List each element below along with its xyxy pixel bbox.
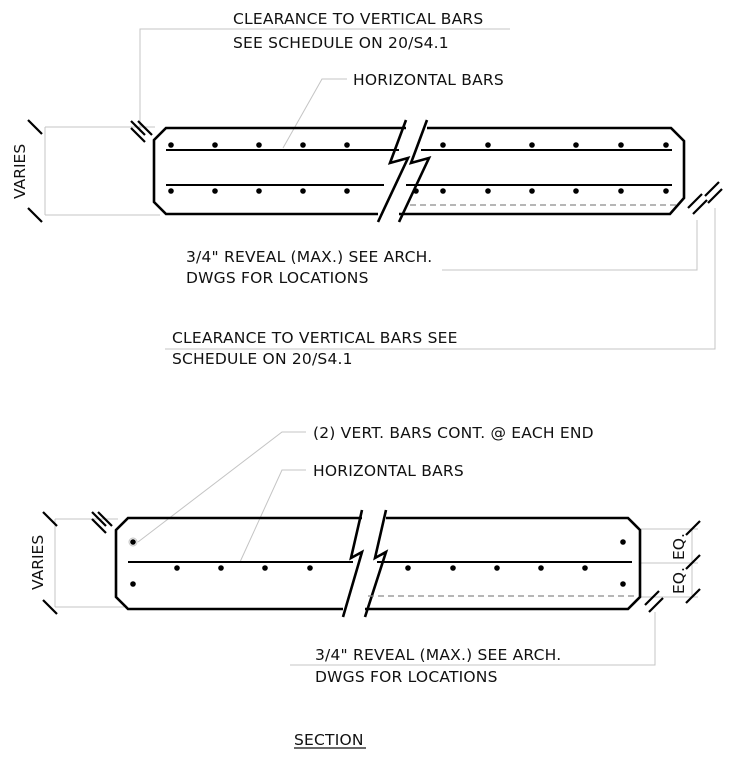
vert-bars-leader-b xyxy=(137,431,306,543)
eq-tick-top xyxy=(685,520,701,536)
vertical-bar-dot xyxy=(573,188,579,194)
vertical-bar-dot xyxy=(485,142,491,148)
break-line-b xyxy=(341,509,365,618)
vertical-bar-dot xyxy=(307,565,313,571)
reveal-leader-a xyxy=(442,220,698,271)
reveal-tick-a4 xyxy=(707,188,723,204)
clearance-top-leader xyxy=(139,28,510,132)
vertical-bar-dot xyxy=(256,188,262,194)
horizontal-bars-leader-b xyxy=(239,469,306,563)
vertical-bar-dot xyxy=(494,565,500,571)
reveal-label-b-line1: 3/4" REVEAL (MAX.) SEE ARCH. xyxy=(315,646,561,664)
break-line-a xyxy=(376,119,411,223)
vertical-bar-dot xyxy=(440,188,446,194)
reveal-tick-b1 xyxy=(644,590,660,606)
end-tick-b1 xyxy=(91,511,107,527)
vertical-bar-dot xyxy=(582,565,588,571)
clearance-tick-a2 xyxy=(137,120,153,136)
vert-bars-label: (2) VERT. BARS CONT. @ EACH END xyxy=(313,424,594,442)
vertical-bar-dot xyxy=(300,142,306,148)
horizontal-bars-leader-a xyxy=(282,78,347,149)
eq-label-lower: EQ. xyxy=(670,567,688,594)
wall-outline-left-a xyxy=(152,126,406,216)
varies-tick-top-b xyxy=(42,511,58,527)
vertical-bar-dot xyxy=(344,188,350,194)
end-vertical-bars-b xyxy=(130,539,626,587)
wall-outline-right-b xyxy=(365,516,642,611)
vertical-bar-dot xyxy=(413,188,419,194)
vertical-bar-dot xyxy=(450,565,456,571)
wall-outline-left-b xyxy=(114,516,362,611)
end-tick-b2 xyxy=(97,511,113,527)
vertical-bar-dot xyxy=(174,565,180,571)
end-vertical-bar-dot xyxy=(620,539,626,545)
varies-tick-top-a xyxy=(27,119,43,135)
section-a: CLEARANCE TO VERTICAL BARS SEE SCHEDULE … xyxy=(11,10,723,368)
vertical-bar-dot xyxy=(538,565,544,571)
end-vertical-bar-dot xyxy=(130,581,136,587)
clearance-tick-a3 xyxy=(130,127,146,143)
eq-label-upper: EQ. xyxy=(670,533,688,560)
clearance-top-line1: CLEARANCE TO VERTICAL BARS xyxy=(233,10,483,28)
varies-label-a: VARIES xyxy=(11,144,29,199)
horizontal-bars-label-a: HORIZONTAL BARS xyxy=(353,71,504,89)
vertical-bar-dot xyxy=(485,188,491,194)
vertical-bar-dot xyxy=(618,188,624,194)
vertical-bar-dot xyxy=(573,142,579,148)
reveal-tick-a3 xyxy=(704,181,720,197)
end-tick-b3 xyxy=(91,518,107,534)
reveal-tick-a1 xyxy=(687,193,703,209)
clearance-bottom-leader xyxy=(165,208,716,350)
wall-outline-right-a xyxy=(399,126,686,216)
reveal-label-a-line1: 3/4" REVEAL (MAX.) SEE ARCH. xyxy=(186,248,432,266)
vertical-bar-dot xyxy=(440,142,446,148)
vertical-bar-dot xyxy=(300,188,306,194)
vertical-bar-dot xyxy=(405,565,411,571)
vertical-bar-dot xyxy=(344,142,350,148)
break-line-b-right xyxy=(363,509,389,618)
clearance-tick-a1 xyxy=(130,120,146,136)
vertical-bar-dot xyxy=(168,188,174,194)
varies-tick-bottom-a xyxy=(27,207,43,223)
reveal-leader-b xyxy=(290,612,656,666)
vertical-bar-dot xyxy=(618,142,624,148)
varies-tick-bottom-b xyxy=(42,599,58,615)
vertical-bar-dot xyxy=(663,142,669,148)
break-line-a-right xyxy=(397,119,432,223)
section-title: SECTION xyxy=(294,731,364,749)
vertical-bar-dot xyxy=(663,188,669,194)
varies-label-b: VARIES xyxy=(29,535,47,590)
vertical-bars-b xyxy=(174,565,588,571)
clearance-top-line2: SEE SCHEDULE ON 20/S4.1 xyxy=(233,34,449,52)
reveal-label-b-line2: DWGS FOR LOCATIONS xyxy=(315,668,498,686)
vertical-bar-dot xyxy=(212,188,218,194)
vertical-bars-top-a xyxy=(168,142,669,148)
clearance-bottom-line2: SCHEDULE ON 20/S4.1 xyxy=(172,350,353,368)
vertical-bar-dot xyxy=(529,142,535,148)
vertical-bar-dot xyxy=(262,565,268,571)
vertical-bar-dot xyxy=(529,188,535,194)
vertical-bar-dot xyxy=(168,142,174,148)
vertical-bar-dot xyxy=(212,142,218,148)
horizontal-bars-label-b: HORIZONTAL BARS xyxy=(313,462,464,480)
reveal-tick-b2 xyxy=(648,597,664,613)
reveal-tick-a2 xyxy=(692,199,708,215)
eq-tick-mid xyxy=(685,554,701,570)
vertical-bar-dot xyxy=(256,142,262,148)
clearance-bottom-line1: CLEARANCE TO VERTICAL BARS SEE xyxy=(172,329,458,347)
end-vertical-bar-dot xyxy=(130,539,136,545)
reveal-label-a-line2: DWGS FOR LOCATIONS xyxy=(186,269,369,287)
end-vertical-bar-dot xyxy=(620,581,626,587)
vertical-bar-dot xyxy=(218,565,224,571)
section-b: (2) VERT. BARS CONT. @ EACH END HORIZONT… xyxy=(29,424,701,686)
vertical-bars-bottom-a xyxy=(168,188,669,194)
eq-tick-bottom xyxy=(685,588,701,604)
